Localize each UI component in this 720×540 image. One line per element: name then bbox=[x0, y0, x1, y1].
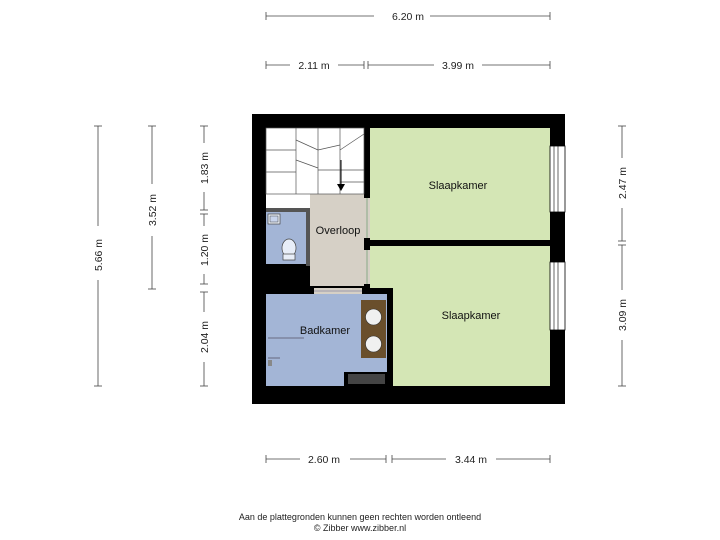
dimension-label: 3.44 m bbox=[455, 454, 487, 466]
bedroom-top bbox=[370, 128, 550, 240]
dimension-label: 3.52 m bbox=[147, 194, 159, 226]
wall-segment bbox=[370, 240, 550, 246]
toilet-icon bbox=[267, 213, 297, 261]
dimension-left-upper: 3.52 m bbox=[147, 125, 159, 290]
dimension-label: 3.09 m bbox=[617, 299, 629, 331]
window bbox=[549, 145, 566, 213]
double-sink-icon bbox=[361, 300, 386, 358]
dimension-top-total: 6.20 m bbox=[265, 11, 551, 23]
dimension-label: 2.47 m bbox=[617, 167, 629, 199]
room-label-slaapkamer-top: Slaapkamer bbox=[429, 180, 488, 192]
shower-icon bbox=[268, 337, 304, 366]
wall-segment bbox=[306, 212, 310, 266]
dimension-label: 2.11 m bbox=[298, 60, 330, 72]
dimension-bottom-left: 2.60 m bbox=[265, 454, 387, 466]
wall-segment bbox=[266, 208, 310, 212]
dimension-label: 6.20 m bbox=[392, 11, 424, 23]
dimension-left-a: 1.83 m bbox=[199, 125, 211, 211]
stair-area bbox=[266, 128, 364, 194]
disclaimer-text: Aan de plattegronden kunnen geen rechten… bbox=[238, 512, 482, 522]
dimension-left-b: 1.20 m bbox=[199, 213, 211, 285]
wall-segment bbox=[387, 288, 393, 386]
room-label-slaapkamer-bottom: Slaapkamer bbox=[442, 310, 501, 322]
dimension-top-left: 2.11 m bbox=[265, 60, 365, 72]
dimension-bottom-right: 3.44 m bbox=[391, 454, 551, 466]
dimension-label: 3.99 m bbox=[442, 60, 474, 72]
staircase bbox=[265, 127, 365, 195]
room-label-badkamer: Badkamer bbox=[300, 325, 350, 337]
bathroom-area bbox=[266, 294, 387, 386]
room-label-overloop: Overloop bbox=[316, 225, 361, 237]
dimension-right-lower: 3.09 m bbox=[617, 244, 629, 387]
dimension-label: 2.04 m bbox=[199, 321, 211, 353]
dimension-left-c: 2.04 m bbox=[199, 291, 211, 387]
wall-segment bbox=[266, 194, 310, 212]
landing-area bbox=[310, 194, 364, 286]
dimension-label: 1.20 m bbox=[199, 234, 211, 266]
dimension-label: 5.66 m bbox=[93, 239, 105, 271]
window bbox=[549, 261, 566, 331]
stair-arrow-icon bbox=[337, 160, 345, 191]
dimension-right-upper: 2.47 m bbox=[617, 125, 629, 242]
wall-segment bbox=[348, 374, 385, 384]
dimension-label: 1.83 m bbox=[199, 152, 211, 184]
dimension-left-total: 5.66 m bbox=[93, 125, 105, 387]
dimension-top-right: 3.99 m bbox=[367, 60, 551, 72]
dimension-label: 2.60 m bbox=[308, 454, 340, 466]
copyright-text: © Zibber www.zibber.nl bbox=[313, 523, 407, 533]
bedroom-bottom-extension bbox=[370, 246, 550, 386]
